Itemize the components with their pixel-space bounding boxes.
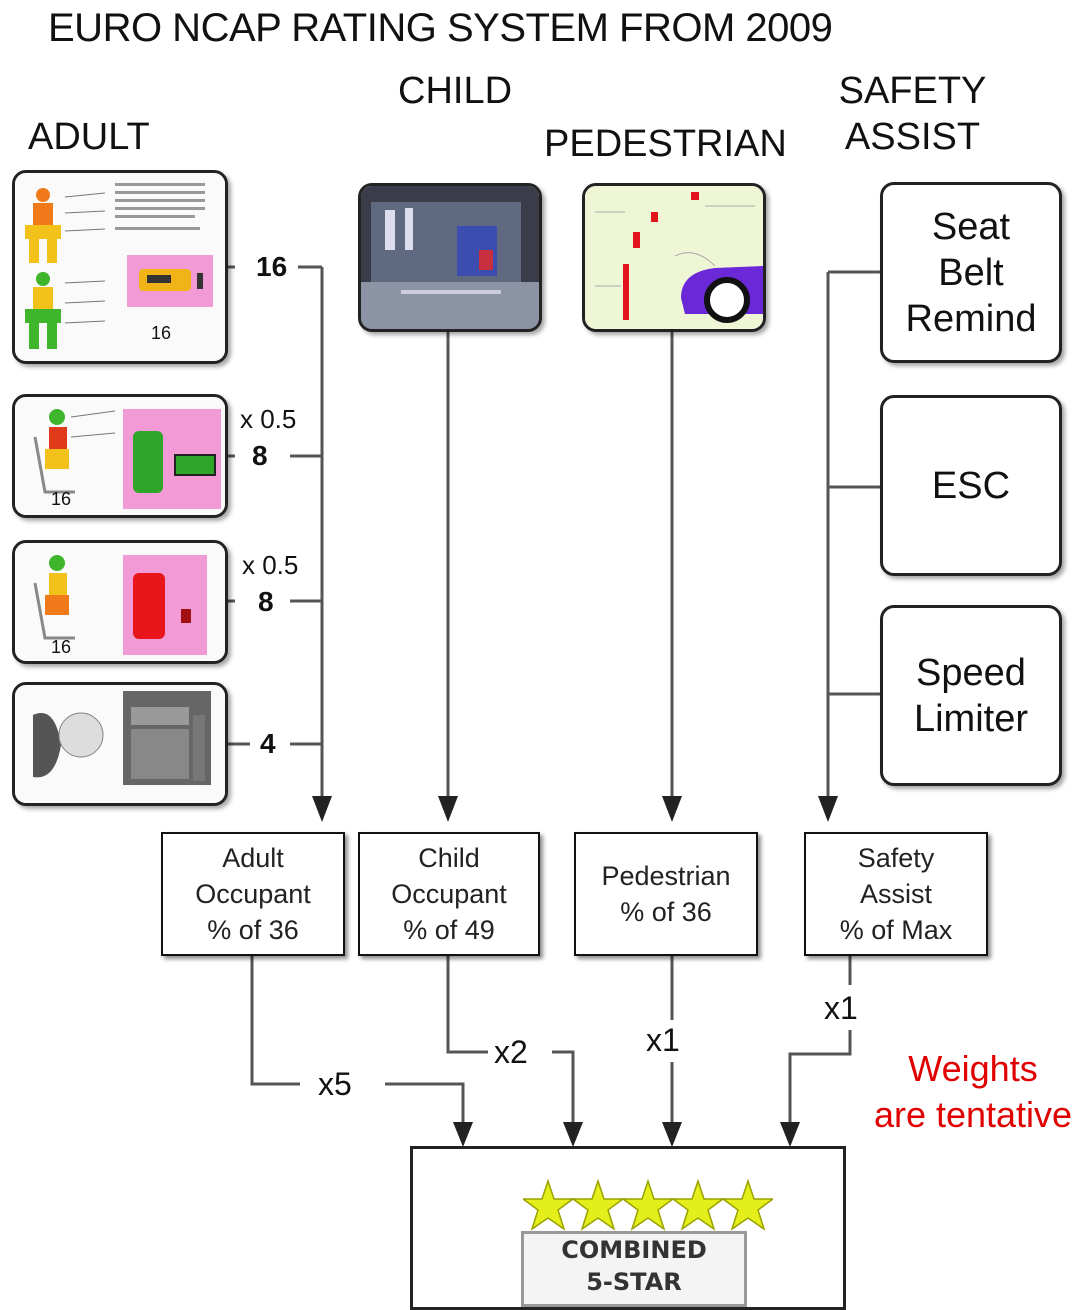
seat-belt-line1: Seat [931,205,1011,248]
pole-impact-thumbnail: 16 [12,540,228,664]
adult-score-line1: Adult [222,843,284,873]
pedestrian-test-figure [585,186,763,329]
child-score-line2: Occupant [391,879,507,909]
pole-thumb-score: 16 [51,637,72,657]
seat-belt-reminder-box: Seat Belt Remind [880,182,1062,363]
speed-limiter-line1: Speed [916,651,1026,694]
esc-label: ESC [931,464,1011,507]
safety-assist-score-box: Safety Assist % of Max [804,832,988,956]
whiplash-thumbnail [12,682,228,806]
esc-box: ESC [880,395,1062,576]
adult-score-line2: Occupant [195,879,311,909]
weights-note-line1: Weights [908,1048,1038,1089]
combined-line1: COMBINED [561,1236,707,1264]
safety-score-line2: Assist [859,879,932,909]
header-safety-line2: ASSIST [844,116,981,158]
child-score-line3: % of 49 [403,915,495,945]
frontal-thumb-score: 16 [151,323,172,343]
page-title: EURO NCAP RATING SYSTEM FROM 2009 [48,6,833,50]
adult-weight: x5 [312,1066,358,1103]
safety-score-line1: Safety [857,843,935,873]
pedestrian-test-thumbnail [582,183,766,332]
pole-test-figure [15,543,225,661]
child-test-photo [361,186,539,329]
child-test-thumbnail [358,183,542,332]
combined-rating-box: COMBINED 5-STAR [410,1146,846,1310]
pole-weight: x 0.5 [238,550,303,581]
side-points: 8 [248,440,272,472]
side-impact-thumbnail: 16 [12,394,228,518]
frontal-points: 16 [252,251,292,283]
pedestrian-score-line1: Pedestrian [601,861,731,891]
pole-points: 8 [254,586,278,618]
combined-5-star-label: COMBINED 5-STAR [521,1231,747,1307]
header-safety-line1: SAFETY [838,70,987,112]
combined-line2: 5-STAR [586,1268,682,1296]
child-occupant-score-box: Child Occupant % of 49 [358,832,540,956]
safety-score-line3: % of Max [839,915,953,945]
pedestrian-score-line2: % of 36 [620,897,712,927]
speed-limiter-box: Speed Limiter [880,605,1062,786]
header-adult: ADULT [28,116,150,158]
frontal-impact-thumbnail: 16 [12,170,228,364]
header-child: CHILD [398,70,513,112]
pedestrian-weight: x1 [640,1022,686,1059]
header-pedestrian: PEDESTRIAN [544,123,787,165]
safety-weight: x1 [818,990,864,1027]
weights-note-line2: are tentative [873,1094,1073,1135]
seat-belt-line3: Remind [905,297,1037,340]
weights-note: Weights are tentative [862,1046,1084,1138]
pedestrian-score-box: Pedestrian % of 36 [574,832,758,956]
adult-occupant-score-box: Adult Occupant % of 36 [161,832,345,956]
seat-belt-line2: Belt [938,251,1004,294]
child-score-line1: Child [418,843,480,873]
child-weight: x2 [488,1034,534,1071]
frontal-test-figure [15,173,225,361]
side-thumb-score: 16 [51,489,72,509]
header-safety-assist: SAFETY ASSIST [830,68,995,160]
five-stars-icon [523,1178,773,1231]
whiplash-points: 4 [256,728,280,760]
side-test-figure [15,397,225,515]
speed-limiter-line2: Limiter [913,697,1029,740]
side-weight: x 0.5 [236,404,301,435]
adult-score-line3: % of 36 [207,915,299,945]
whiplash-test-figure [15,685,225,803]
